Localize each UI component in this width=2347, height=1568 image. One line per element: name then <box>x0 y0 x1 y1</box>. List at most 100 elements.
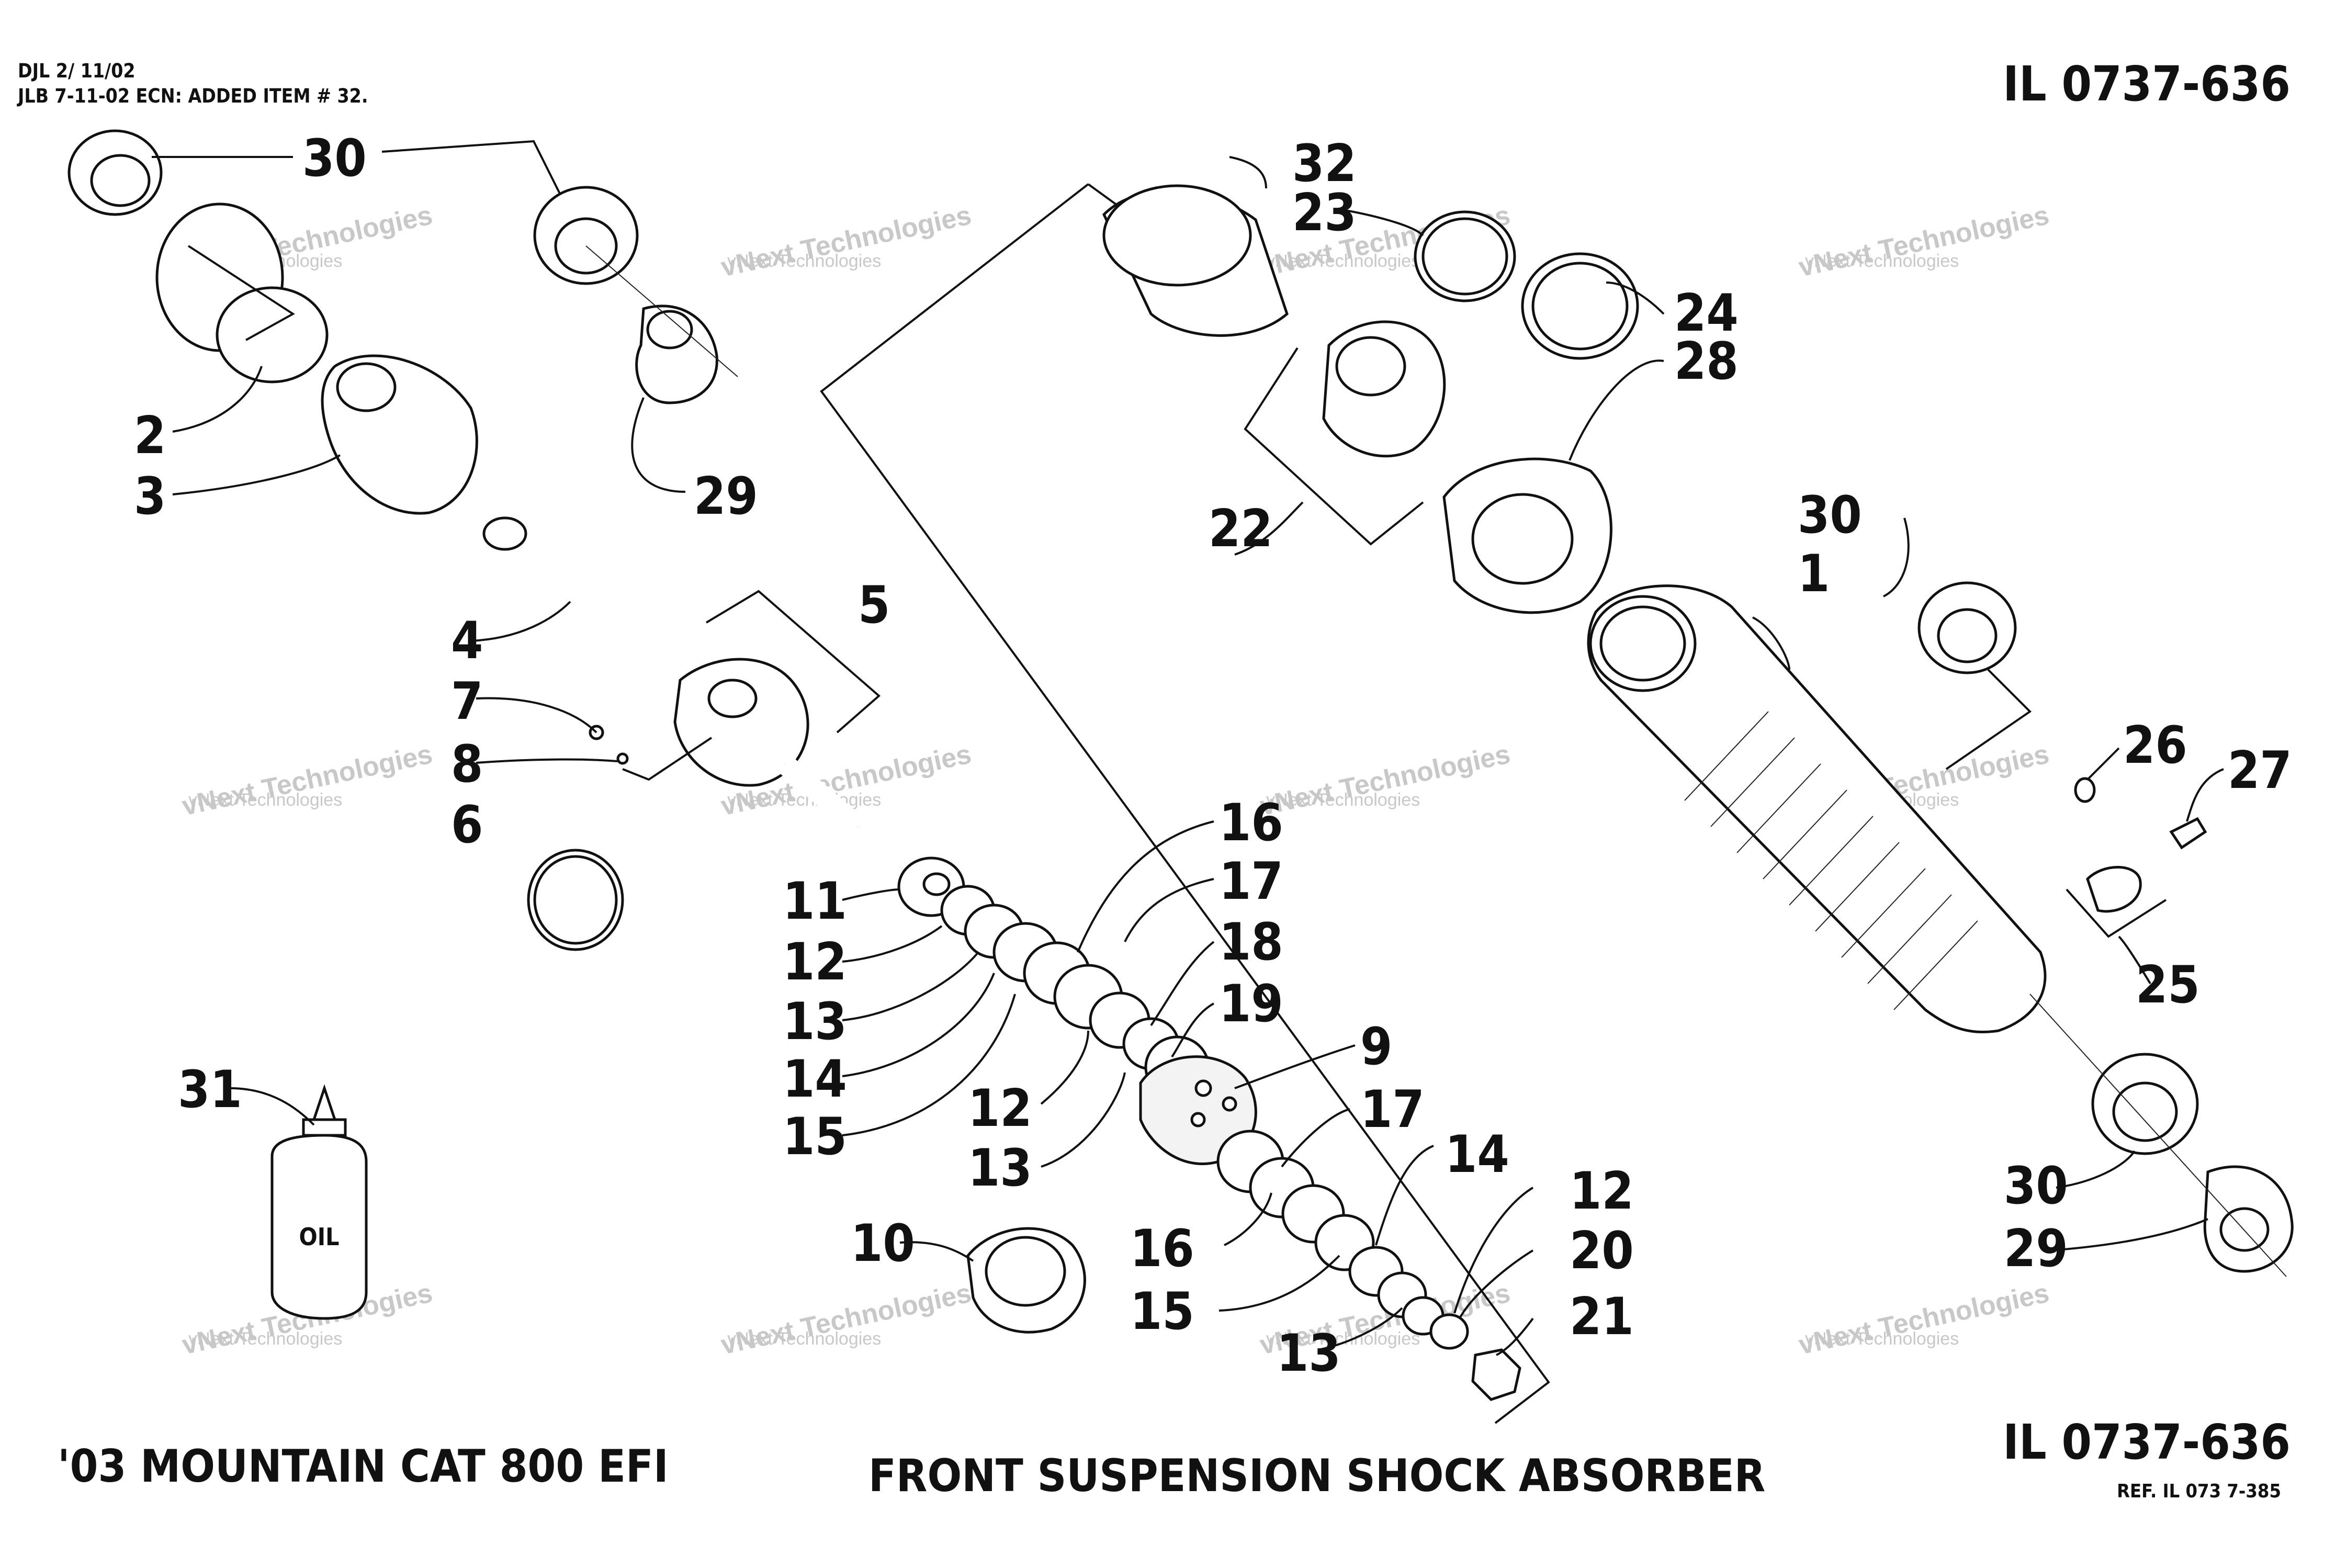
callout-15: 15 <box>1130 1282 1194 1341</box>
shaft-lower-fill <box>777 755 865 835</box>
callout-20: 20 <box>1570 1221 1634 1281</box>
watermark-text: vNext Technologies <box>727 251 881 271</box>
leader-30a-right <box>381 140 561 194</box>
washer-20 <box>1429 1313 1469 1350</box>
watermark-text: vNext Technologies <box>188 1329 342 1349</box>
callout-12: 12 <box>968 1079 1032 1138</box>
callout-25: 25 <box>2136 955 2200 1015</box>
callout-16: 16 <box>1219 793 1283 853</box>
eyelet-chevron <box>187 245 295 341</box>
callout-17: 17 <box>1360 1080 1425 1140</box>
callout-3: 3 <box>134 467 166 526</box>
callout-30: 30 <box>302 129 367 188</box>
bushing-top-left-inner <box>90 154 151 207</box>
callout-8: 8 <box>451 735 483 794</box>
callout-5: 5 <box>858 576 890 635</box>
callout-9: 9 <box>1360 1017 1392 1077</box>
piston-9 <box>1139 1055 1257 1165</box>
callout-30: 30 <box>1798 486 1862 545</box>
revision-note-1: DJL 2/ 11/02 <box>18 60 136 82</box>
oil-bottle-nozzle <box>312 1084 337 1121</box>
leader-lines <box>172 156 2224 1356</box>
bracket-5 <box>705 590 881 734</box>
seal-head <box>673 658 809 787</box>
o-ring-26 <box>2074 777 2096 803</box>
callout-26: 26 <box>2123 716 2187 775</box>
collar-28-hole <box>1471 493 1574 585</box>
callout-17: 17 <box>1219 852 1283 911</box>
watermark-text: vNext Technologies <box>1805 251 1959 271</box>
callout-29: 29 <box>2004 1219 2068 1279</box>
callout-15: 15 <box>783 1107 847 1167</box>
callout-21: 21 <box>1570 1287 1634 1347</box>
revision-note-2: JLB 7-11-02 ECN: ADDED ITEM # 32. <box>17 85 368 107</box>
callout-13: 13 <box>968 1138 1032 1198</box>
spacer-right-hole <box>2219 1207 2270 1252</box>
oil-bottle: OIL <box>270 1084 368 1320</box>
model-name: '03 MOUNTAIN CAT 800 EFI <box>58 1440 669 1493</box>
washer-11-hole <box>922 872 951 896</box>
ring-23-inner <box>1421 217 1508 296</box>
callout-13: 13 <box>1277 1324 1341 1383</box>
piston-port <box>1194 1079 1212 1097</box>
callout-23: 23 <box>1292 183 1357 243</box>
illustration-number-bottom: IL 0737-636 <box>2003 1414 2290 1470</box>
callout-19: 19 <box>1219 974 1283 1034</box>
piston-port <box>1222 1096 1237 1112</box>
watermark-text: vNext Technologies <box>1266 790 1420 810</box>
diagram-title: FRONT SUSPENSION SHOCK ABSORBER <box>868 1450 1765 1502</box>
callout-31: 31 <box>178 1060 242 1120</box>
cover-32-open <box>1102 184 1252 287</box>
watermark-text: vNext Technologies <box>1266 1329 1420 1349</box>
callout-12: 12 <box>783 932 847 992</box>
callout-12: 12 <box>1570 1161 1634 1221</box>
screw-27 <box>2169 817 2207 850</box>
piston-port <box>1190 1112 1206 1127</box>
shock-body-group <box>1102 184 2294 1277</box>
callouts: 30 2 3 29 4 5 7 8 6 32 23 24 28 22 30 1 … <box>134 129 2292 1383</box>
callout-4: 4 <box>451 611 483 671</box>
valve-25 <box>2086 866 2142 913</box>
upper-mount-group <box>67 129 738 515</box>
bearing-22-hole <box>1335 336 1406 397</box>
spacer-top-hole <box>646 310 693 349</box>
watermark-text: vNext Technologies <box>727 1329 881 1349</box>
axis-line <box>2029 994 2287 1277</box>
bracket-7-8 <box>622 737 713 781</box>
shock-body-1-end-inner <box>1599 605 1686 682</box>
valve-stack <box>897 856 1521 1401</box>
shock-body-1 <box>1587 584 2047 1034</box>
shaft-thread <box>482 516 527 551</box>
callout-16: 16 <box>1130 1219 1194 1279</box>
oil-bottle-label: OIL <box>299 1223 340 1251</box>
axis-line <box>585 245 738 377</box>
nut-21 <box>1471 1348 1521 1401</box>
watermark-text: vNext Technologies <box>188 790 342 810</box>
callout-14: 14 <box>1445 1125 1509 1185</box>
callout-28: 28 <box>1674 332 1739 391</box>
callout-2: 2 <box>134 406 166 466</box>
callout-6: 6 <box>451 795 483 855</box>
callout-14: 14 <box>783 1050 847 1109</box>
watermark-text: vNext Technologies <box>1805 1329 1959 1349</box>
body-ribbing <box>1684 711 1978 1010</box>
callout-27: 27 <box>2228 741 2292 800</box>
callout-24: 24 <box>1674 284 1739 343</box>
reference-number: REF. IL 073 7-385 <box>2117 1481 2281 1502</box>
bushing-right-upper-inner <box>1937 608 1998 663</box>
illustration-number-top: IL 0737-636 <box>2003 56 2290 112</box>
bracket-25 <box>2066 888 2167 938</box>
callout-18: 18 <box>1219 912 1283 972</box>
callout-7: 7 <box>451 672 483 731</box>
callout-32: 32 <box>1292 134 1357 194</box>
bushing-right-lower-inner <box>2112 1081 2178 1142</box>
bump-stop-hole <box>336 362 397 412</box>
callout-10: 10 <box>851 1214 915 1273</box>
seal-head-bore <box>707 679 758 718</box>
wear-band-10-inner <box>985 1236 1066 1307</box>
ball-8 <box>616 752 629 765</box>
leader-30b <box>1945 669 2032 770</box>
callout-22: 22 <box>1209 499 1273 559</box>
ring-24-inner <box>1531 262 1629 351</box>
